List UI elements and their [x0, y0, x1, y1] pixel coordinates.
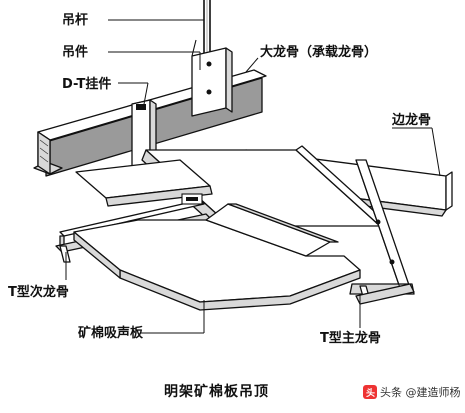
label-mineral-board: 矿棉吸声板 [78, 325, 144, 341]
label-hanger: 吊件 [62, 44, 88, 60]
mineral-wool-board [73, 203, 361, 311]
label-t-main-runner: T型主龙骨 [320, 330, 381, 346]
label-hanger-rod: 吊杆 [62, 12, 88, 28]
watermark-text: 头条 @建造师杨 [380, 385, 461, 399]
watermark: 头 头条 @建造师杨 [363, 385, 461, 399]
label-edge-runner: 边龙骨 [391, 112, 431, 128]
leader-lines [65, 19, 441, 334]
left-slot-runner [75, 159, 213, 207]
hanger-rod [203, 0, 211, 56]
support-beams [59, 245, 415, 305]
svg-text:头: 头 [366, 387, 375, 399]
toutiao-logo-icon: 头 [363, 385, 377, 399]
label-t-cross-runner: T型次龙骨 [8, 284, 69, 300]
figure-caption: 明架矿棉板吊顶 [164, 383, 269, 400]
label-main-runner: 大龙骨（承载龙骨） [260, 44, 377, 60]
label-dt-hanger: D-T挂件 [62, 76, 111, 92]
hanger-piece [191, 39, 233, 117]
